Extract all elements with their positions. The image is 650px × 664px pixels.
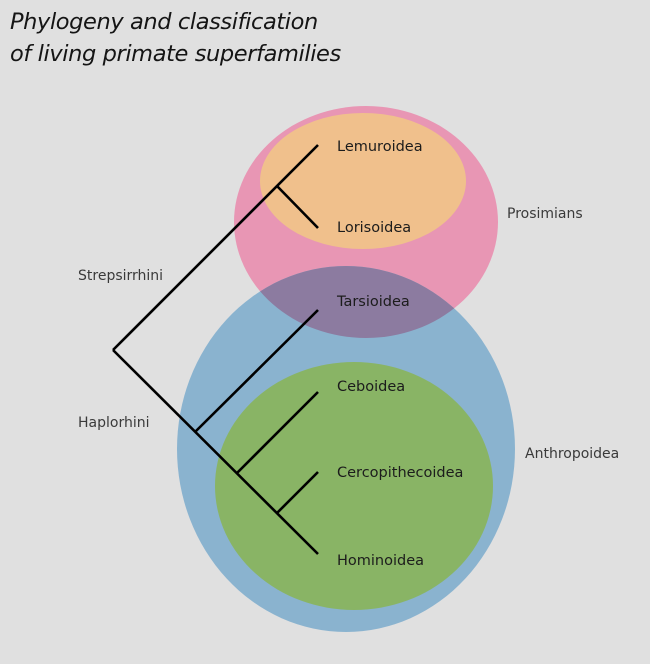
taxon-label-cercopithecoidea: Cercopithecoidea bbox=[337, 465, 463, 481]
branch-root-hominoidea bbox=[112, 349, 319, 555]
taxon-label-lorisoidea: Lorisoidea bbox=[337, 220, 411, 236]
clade-label-haplorhini: Haplorhini bbox=[78, 415, 149, 431]
taxon-label-hominoidea: Hominoidea bbox=[337, 553, 424, 569]
set-label-anthropoidea: Anthropoidea bbox=[525, 446, 619, 462]
taxon-label-tarsioidea: Tarsioidea bbox=[336, 294, 410, 310]
set-label-prosimians: Prosimians bbox=[507, 206, 583, 222]
branch-lorisoidea bbox=[276, 185, 319, 229]
diagram-title: Phylogeny and classification of living p… bbox=[10, 6, 341, 70]
strepsirrhine-inner-ellipse bbox=[260, 113, 466, 249]
branch-ceboidea bbox=[236, 391, 319, 474]
branch-root-strepsirrhini bbox=[112, 144, 319, 351]
branch-tarsioidea bbox=[194, 309, 319, 433]
clade-label-strepsirrhini: Strepsirrhini bbox=[78, 268, 163, 284]
simian-inner-ellipse bbox=[215, 362, 493, 610]
phylogenetic-tree bbox=[112, 144, 319, 555]
title-line-1: Phylogeny and classification bbox=[10, 9, 318, 35]
branch-cercopithecoidea bbox=[276, 471, 319, 514]
title-line-2: of living primate superfamilies bbox=[10, 41, 341, 67]
taxon-label-lemuroidea: Lemuroidea bbox=[337, 139, 423, 155]
taxon-label-ceboidea: Ceboidea bbox=[337, 379, 405, 395]
